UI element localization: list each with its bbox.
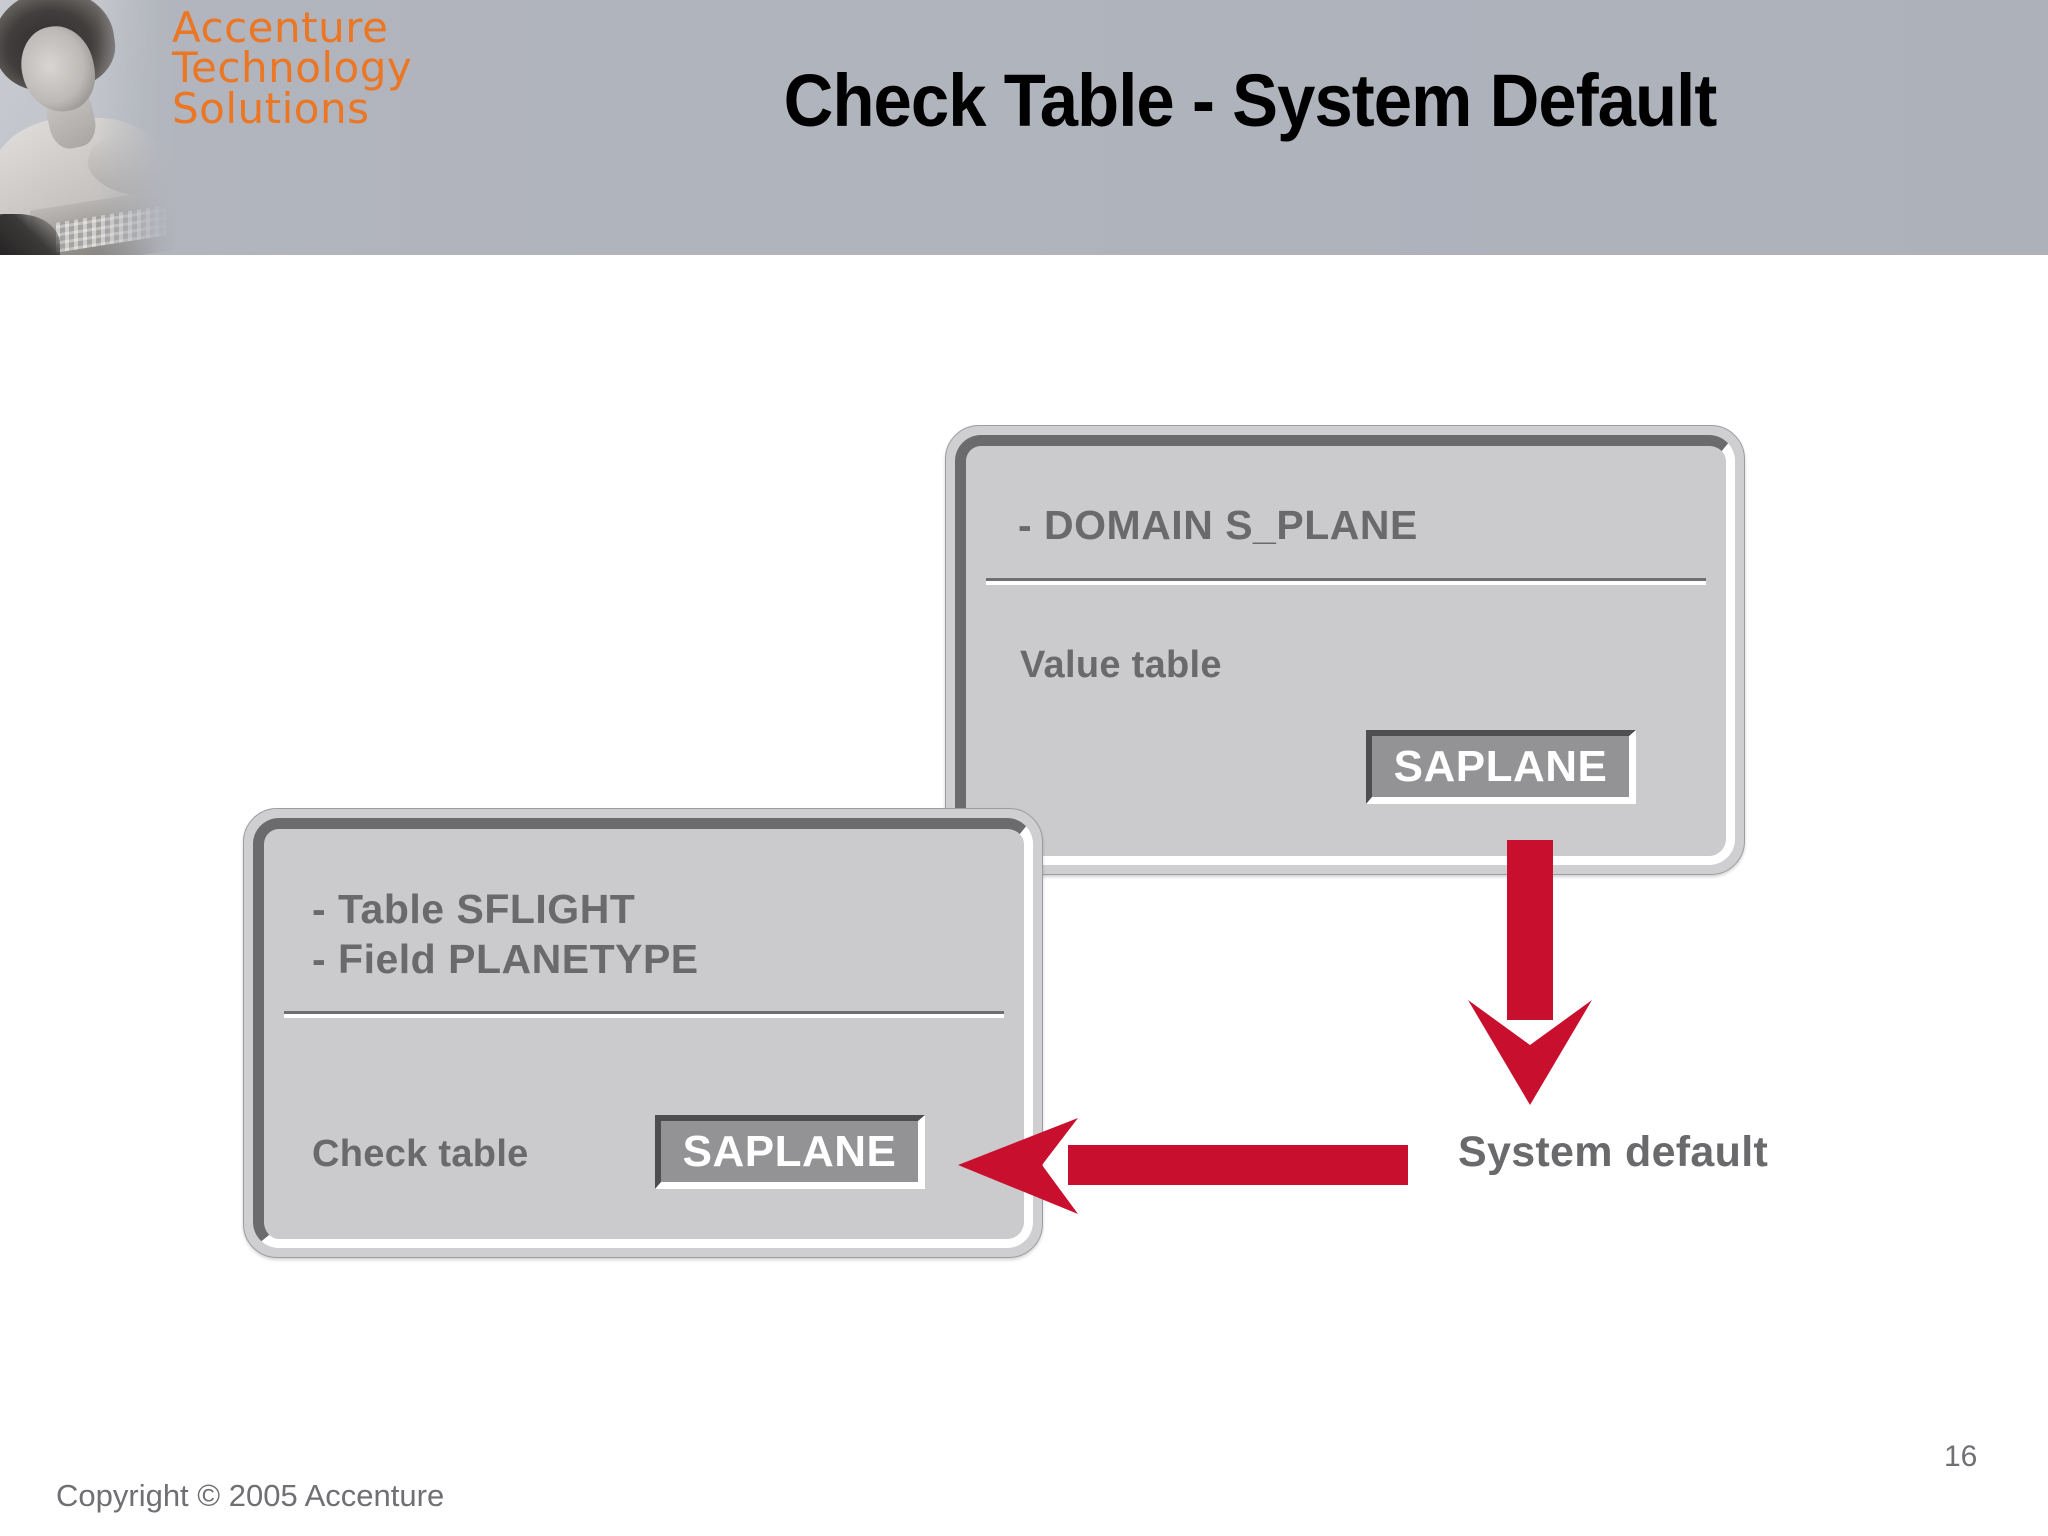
brand-line-3: Solutions	[172, 83, 370, 133]
arrow-left-head	[958, 1118, 1078, 1214]
table-panel-field-label: Check table	[312, 1133, 529, 1175]
domain-panel-field-label: Value table	[1020, 644, 1222, 686]
accenture-photo-image	[0, 0, 178, 255]
table-panel-separator	[284, 1011, 1004, 1018]
arrow-down-shaft	[1507, 840, 1553, 1020]
brand-line-2: Technology	[172, 43, 413, 93]
table-panel-inner	[253, 818, 1033, 1248]
arrow-left-shaft	[1068, 1145, 1408, 1185]
arrow-down-head	[1468, 1000, 1592, 1105]
check-table-value-button[interactable]: SAPLANE	[655, 1115, 925, 1189]
page-number: 16	[1944, 1440, 1978, 1473]
arrow-down-system-default	[1468, 840, 1592, 1105]
system-default-annotation: System default	[1458, 1128, 1769, 1176]
domain-value-table-button[interactable]: SAPLANE	[1366, 730, 1636, 804]
table-panel-heading: - Table SFLIGHT - Field PLANETYPE	[312, 886, 699, 983]
page-title: Check Table - System Default	[783, 59, 1718, 142]
domain-panel-separator	[986, 578, 1706, 585]
footer-copyright: Copyright © 2005 Accenture	[56, 1478, 445, 1513]
brand-wordmark: Accenture Technology Solutions	[172, 3, 413, 133]
header-band	[0, 0, 2048, 255]
brand-line-1: Accenture	[172, 3, 389, 52]
table-panel	[243, 808, 1043, 1258]
arrow-left-to-check-table	[958, 1118, 1408, 1214]
domain-panel	[945, 425, 1745, 875]
photo-gradient-fade	[0, 0, 178, 255]
domain-panel-heading: - DOMAIN S_PLANE	[1018, 502, 1418, 548]
